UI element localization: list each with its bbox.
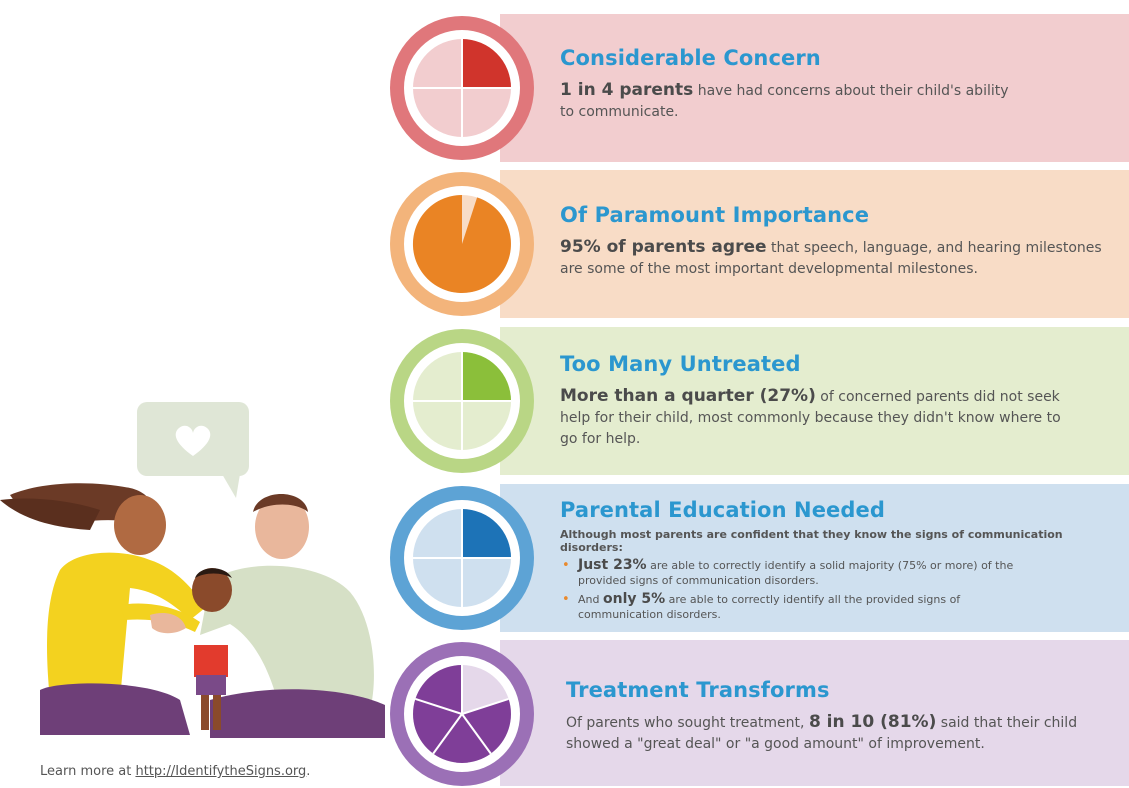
bullet-item: • Just 23% are able to correctly identify… [560, 558, 1048, 588]
stat-highlight: More than a quarter (27%) [560, 386, 816, 406]
section-body: More than a quarter (27%) of concerned p… [560, 386, 1075, 450]
stat-highlight: 95% of parents agree [560, 237, 767, 257]
section-paramount-importance: Of Paramount Importance 95% of parents a… [560, 203, 1126, 280]
section-title: Of Paramount Importance [560, 203, 870, 227]
bullet-item: • And only 5% are able to correctly ident… [560, 592, 1018, 622]
footer-link[interactable]: http://IdentifytheSigns.org [135, 764, 307, 779]
section-text: said that their child showed a "great de… [566, 715, 1078, 752]
five-slice-pie-icon [390, 642, 534, 786]
bullet-dot-icon: • [562, 592, 570, 607]
section-text: of concerned parents did not seek help f… [560, 389, 1061, 447]
footer-prefix: Learn more at [40, 764, 136, 779]
section-title: Treatment Transforms [566, 678, 830, 702]
footer-suffix: . [306, 764, 311, 779]
bullet-dot-icon: • [562, 558, 570, 573]
stat-highlight: 8 in 10 (81%) [808, 712, 937, 732]
stat-highlight: only 5% [602, 591, 666, 607]
section-body: 1 in 4 parents have had concerns about t… [560, 80, 1010, 123]
band-too-many-untreated [500, 327, 1129, 475]
stat-highlight: Just 23% [578, 557, 647, 573]
section-treatment-transforms: Treatment Transforms Of parents who soug… [566, 678, 1129, 755]
section-intro: Although most parents are confident that… [560, 528, 1063, 554]
quarter-pie-icon [390, 16, 534, 160]
pie-95-icon [390, 172, 534, 316]
band-paramount-importance [500, 170, 1129, 318]
section-text: have had concerns about their child's ab… [560, 83, 1009, 120]
quarter-pie-icon [390, 329, 534, 473]
section-body: 95% of parents agree that speech, langua… [560, 237, 1120, 280]
family-hug-illustration [0, 402, 385, 738]
section-parental-education: Parental Education Needed Although most … [560, 498, 1126, 626]
stat-highlight: 1 in 4 parents [560, 80, 694, 100]
section-title: Parental Education Needed [560, 498, 886, 522]
footer: Learn more at http://IdentifytheSigns.or… [40, 764, 310, 779]
section-prefix: Of parents who sought treatment, [566, 715, 809, 731]
section-title: Considerable Concern [560, 46, 821, 70]
quarter-pie-icon [390, 486, 534, 630]
band-treatment-transforms [500, 640, 1129, 786]
band-considerable-concern [500, 14, 1129, 162]
bullet-text: are able to correctly identify all the p… [578, 593, 961, 621]
section-too-many-untreated: Too Many Untreated More than a quarter (… [560, 352, 1126, 450]
section-body: Of parents who sought treatment, 8 in 10… [566, 712, 1086, 755]
section-title: Too Many Untreated [560, 352, 801, 376]
bullet-text: are able to correctly identify a solid m… [578, 559, 1014, 587]
heart-speech-bubble-icon [137, 402, 249, 498]
section-text: that speech, language, and hearing miles… [560, 240, 1102, 277]
section-considerable-concern: Considerable Concern 1 in 4 parents have… [560, 46, 1126, 123]
bullet-prefix: And [578, 593, 603, 606]
band-parental-education [500, 484, 1129, 632]
